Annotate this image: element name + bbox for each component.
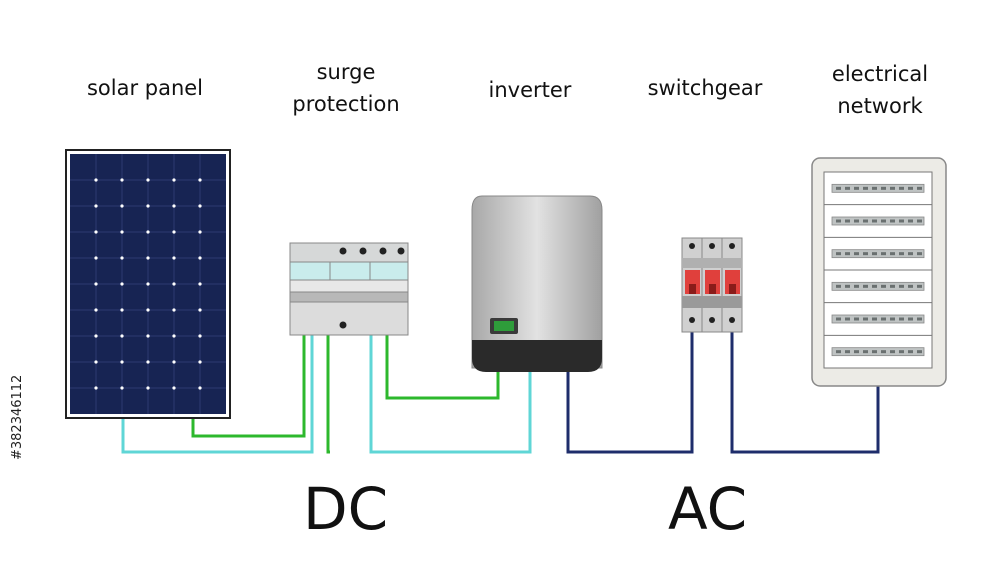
blue-wire-switchgear-to-network bbox=[730, 332, 880, 454]
cabinet-rows bbox=[824, 183, 932, 357]
surge-protection-device bbox=[289, 242, 409, 336]
green-wire-surge-to-inverter bbox=[326, 335, 330, 454]
ac-wires bbox=[566, 332, 880, 454]
cyan-wire-panel-to-surge bbox=[121, 335, 314, 454]
solar-panel-label: solar panel bbox=[86, 76, 204, 100]
ac-label: AC bbox=[668, 475, 748, 543]
electrical-network-cabinet bbox=[811, 157, 947, 387]
solar-panel bbox=[65, 149, 231, 419]
inverter-label: inverter bbox=[488, 78, 572, 102]
green-wire-panel-to-surge bbox=[191, 335, 306, 438]
surge-label-line1: surge bbox=[316, 60, 376, 84]
dc-wires bbox=[121, 335, 532, 454]
inverter-device bbox=[471, 195, 603, 372]
green-wire-surge-inverter bbox=[385, 335, 500, 400]
surge-protection-label: surge protection bbox=[276, 56, 416, 120]
cyan-wire-surge-inverter bbox=[369, 335, 532, 454]
network-label-line2: network bbox=[837, 94, 923, 118]
blue-wire-inverter-to-switchgear bbox=[566, 332, 694, 454]
solar-panel-grid bbox=[70, 154, 226, 414]
switchgear-label: switchgear bbox=[647, 76, 763, 100]
network-label-line1: electrical bbox=[831, 62, 929, 86]
electrical-network-label: electrical network bbox=[810, 58, 950, 122]
surge-label-line2: protection bbox=[292, 92, 400, 116]
switchgear-device bbox=[681, 237, 743, 333]
dc-label: DC bbox=[303, 475, 389, 543]
